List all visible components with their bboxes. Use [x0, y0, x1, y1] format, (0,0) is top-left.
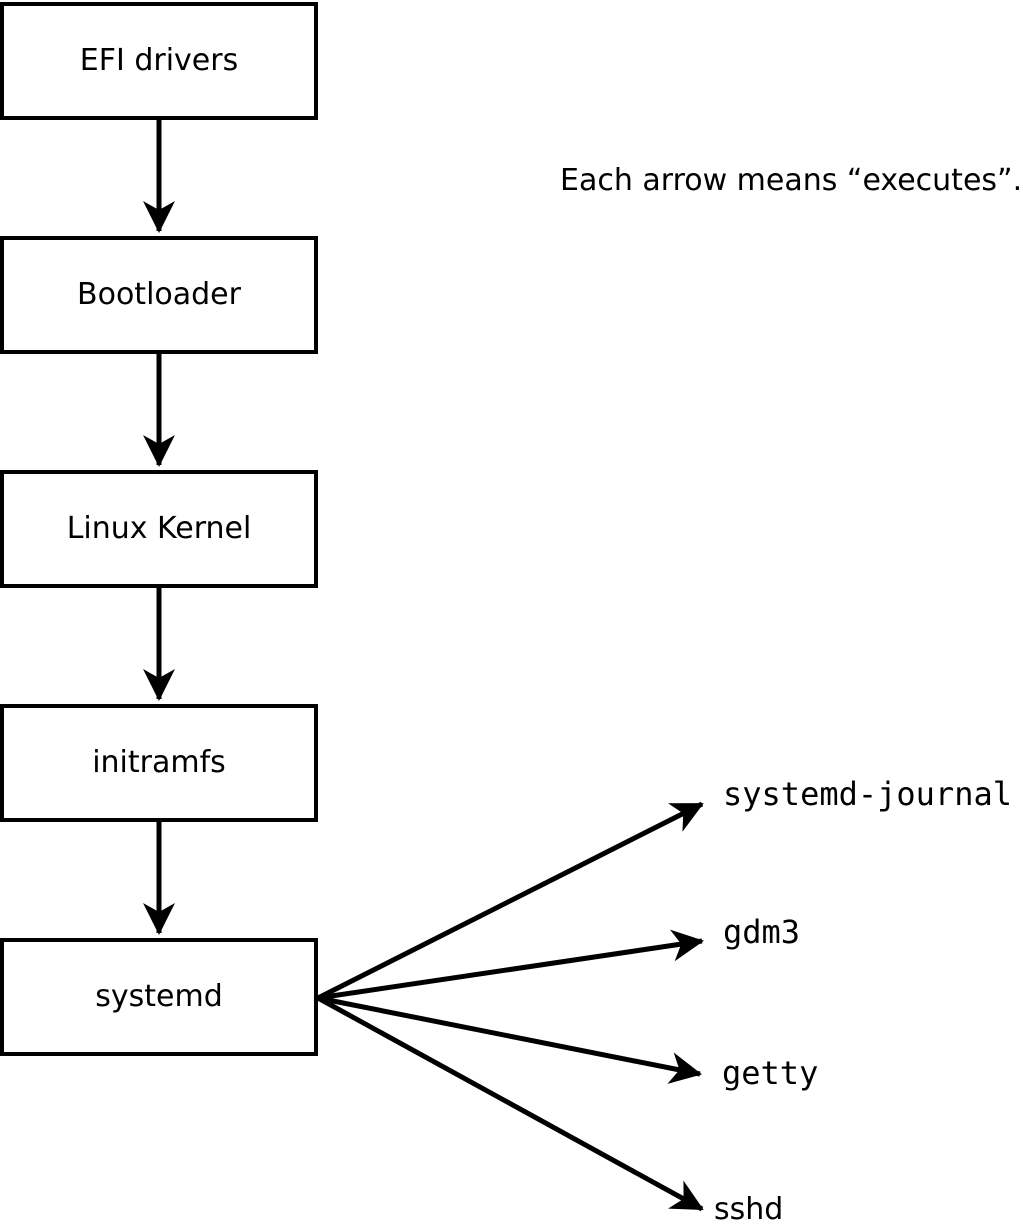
- legend-note: Each arrow means “executes”.: [560, 163, 1023, 198]
- arrow-systemd-to-journal: [316, 801, 704, 1001]
- node-systemd: systemd: [0, 938, 318, 1056]
- arrow-systemd-to-gdm3: [317, 929, 704, 1001]
- service-label-getty: getty: [722, 1054, 819, 1092]
- node-initramfs-label: initramfs: [92, 745, 226, 780]
- node-efi-drivers-label: EFI drivers: [79, 43, 239, 78]
- node-efi-drivers: EFI drivers: [0, 2, 318, 120]
- service-label-gdm3: gdm3: [723, 913, 801, 951]
- arrow-systemd-to-sshd: [316, 995, 704, 1212]
- service-label-sshd: sshd: [714, 1192, 784, 1227]
- arrow-systemd-to-getty: [317, 995, 702, 1084]
- node-linux-kernel-label: Linux Kernel: [66, 511, 252, 546]
- node-initramfs: initramfs: [0, 704, 318, 822]
- node-bootloader: Bootloader: [0, 236, 318, 354]
- node-linux-kernel: Linux Kernel: [0, 470, 318, 588]
- service-label-systemd-journal: systemd-journal: [723, 775, 1012, 813]
- node-systemd-label: systemd: [95, 979, 223, 1014]
- node-bootloader-label: Bootloader: [77, 277, 241, 312]
